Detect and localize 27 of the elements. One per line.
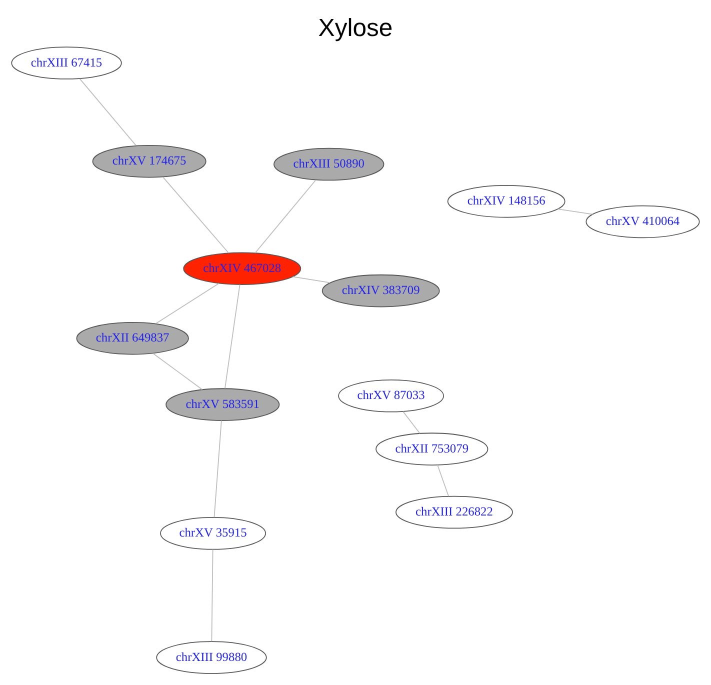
node-ellipse: chrXV 410064	[586, 204, 700, 238]
node-ellipse: chrXIII 50890	[274, 147, 384, 180]
node-ellipse: chrXII 753079	[376, 432, 488, 465]
node-ellipse: chrXIII 67415	[11, 46, 122, 79]
connector	[224, 284, 240, 388]
connector	[152, 352, 203, 390]
node-ellipse: chrXIV 383709	[322, 274, 440, 307]
node-ellipse: chrXIV 467028	[183, 252, 302, 284]
connector	[79, 78, 136, 146]
connector	[437, 464, 449, 496]
connector	[211, 548, 214, 642]
node-ellipse: chrXV 174675	[92, 144, 206, 178]
node-ellipse: chrXIV 148156	[447, 184, 566, 218]
connector	[155, 282, 220, 324]
node-ellipse: chrXV 35915	[160, 516, 266, 550]
connector	[214, 420, 222, 518]
node-ellipse: chrXII 649837	[76, 321, 189, 354]
connector	[254, 179, 316, 253]
connector	[402, 410, 420, 434]
connector	[162, 176, 230, 253]
node-ellipse: chrXIII 99880	[156, 640, 267, 674]
connector	[292, 276, 330, 283]
node-ellipse: chrXV 87033	[338, 379, 444, 412]
diagram-title: Xylose	[318, 14, 393, 42]
node-ellipse: chrXV 583591	[166, 388, 280, 420]
connector	[557, 208, 594, 214]
node-ellipse: chrXIII 226822	[396, 495, 513, 528]
